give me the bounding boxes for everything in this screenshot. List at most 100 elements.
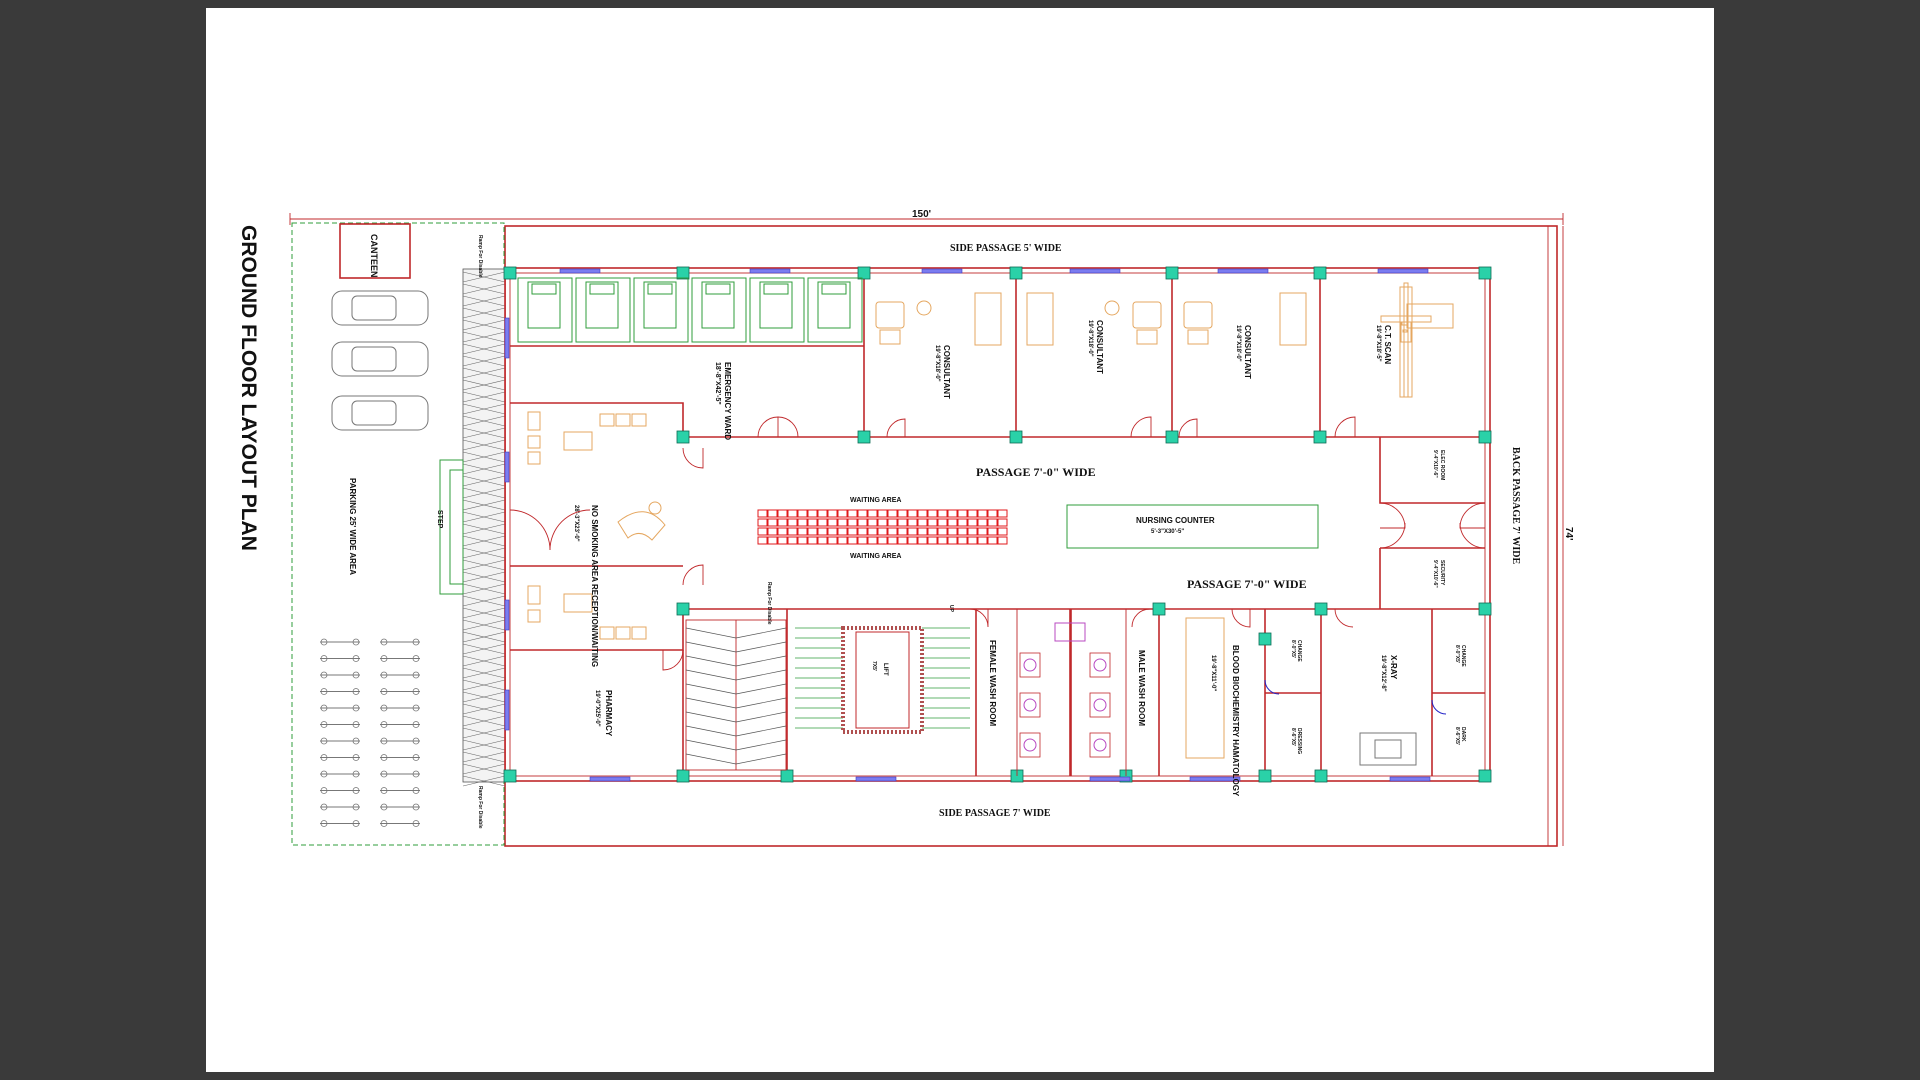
security-size: 9'-4"X10'-6" <box>1432 560 1438 588</box>
ramp-hatch-line <box>462 271 506 283</box>
window <box>1217 268 1269 274</box>
bed-icon <box>517 277 573 343</box>
bike-icon <box>412 671 420 679</box>
bike-icon <box>352 754 360 761</box>
window <box>1089 776 1131 782</box>
stair-step <box>685 669 737 681</box>
bed-icon <box>759 281 793 329</box>
ramp-hatch-line <box>462 523 506 535</box>
bed-icon <box>585 281 619 329</box>
canteen-box <box>339 223 411 279</box>
bike-icon <box>380 721 388 728</box>
bike-icon <box>320 820 328 827</box>
ramp-hatch-line <box>462 439 506 451</box>
column <box>503 769 517 783</box>
xray-label: X-RAY <box>1389 655 1398 680</box>
bike-icon <box>352 688 360 695</box>
bike-icon <box>320 754 328 761</box>
toilet-icon <box>1093 698 1107 712</box>
waiting-seat <box>787 527 798 536</box>
waiting-seat <box>927 509 938 518</box>
waiting-seat <box>877 509 888 518</box>
waiting-seat <box>947 518 958 527</box>
plot-boundary <box>504 225 1558 847</box>
waiting-seat <box>937 509 948 518</box>
waiting-seat <box>977 518 988 527</box>
ramp-hatch-line <box>462 763 506 775</box>
door-swing-icon <box>1264 679 1280 695</box>
waiting-seat <box>807 509 818 518</box>
reception-furniture <box>527 411 666 640</box>
column <box>1313 266 1327 280</box>
stair-step <box>735 627 787 639</box>
bike-icon <box>320 704 328 712</box>
stair-step <box>735 655 787 667</box>
toilet-stall <box>1089 732 1111 758</box>
waiting-seat <box>967 527 978 536</box>
bike-icon <box>412 655 420 662</box>
window <box>504 599 510 631</box>
ramp-hatch-line <box>462 571 506 583</box>
emergency-beds <box>517 277 863 343</box>
building-outline <box>504 267 1491 782</box>
ramp-hatch-line <box>462 319 506 331</box>
bed-icon <box>705 283 731 295</box>
waiting-seat <box>927 518 938 527</box>
waiting-seat <box>857 527 868 536</box>
ramp-hatch-line <box>462 535 506 547</box>
waiting-seat <box>777 527 788 536</box>
column <box>1313 430 1327 444</box>
waiting-seat <box>987 527 998 536</box>
waiting-seat <box>907 536 918 545</box>
waiting-seat <box>847 509 858 518</box>
waiting-area-top-label: WAITING AREA <box>850 497 901 504</box>
waiting-seat <box>877 518 888 527</box>
waiting-seat <box>937 518 948 527</box>
dressing-size: 8'-6"X5' <box>1290 728 1296 746</box>
stair-step <box>685 739 737 751</box>
waiting-seat <box>757 536 768 545</box>
step-label: STEP <box>436 510 443 529</box>
stair-step <box>685 655 737 667</box>
column <box>1165 266 1179 280</box>
waiting-seat <box>827 518 838 527</box>
ramp-label-mid: Ramp For Disable <box>766 582 772 625</box>
ramp-hatch-line <box>462 343 506 355</box>
column <box>676 602 690 616</box>
bike-icon <box>380 704 388 712</box>
waiting-seat <box>867 518 878 527</box>
bike-icon <box>320 638 328 646</box>
waiting-seat <box>837 509 848 518</box>
waiting-seat <box>837 536 848 545</box>
waiting-seat <box>947 527 958 536</box>
elec-room-label: ELEC ROOM <box>1439 450 1445 480</box>
column <box>780 769 794 783</box>
waiting-seat <box>937 536 948 545</box>
waiting-seat <box>757 509 768 518</box>
ramp-hatch-line <box>462 307 506 319</box>
waiting-seat <box>807 536 818 545</box>
ct-scanner-icon <box>1380 282 1454 398</box>
ramp-hatch-line <box>462 379 506 391</box>
nursing-counter-size: 5'-3"X30'-5" <box>1151 529 1184 535</box>
waiting-seat <box>857 518 868 527</box>
ramp-hatch-line <box>462 595 506 607</box>
waiting-seat <box>887 509 898 518</box>
bed-icon <box>821 283 847 295</box>
consultant-room-1: CONSULTANT 19'-8"X18'-0" <box>875 292 1002 399</box>
waiting-seat <box>917 536 928 545</box>
ramp-hatch-line <box>462 751 506 763</box>
bike-icon <box>352 737 360 745</box>
lift-label: LIFT <box>882 663 888 676</box>
bike-icon <box>412 688 420 695</box>
ramp-hatch-line <box>462 703 506 715</box>
bike-icon <box>352 655 360 662</box>
waiting-seat <box>817 527 828 536</box>
window <box>504 451 510 483</box>
canteen-label: CANTEEN <box>369 234 379 278</box>
column <box>1478 430 1492 444</box>
waiting-seat <box>987 536 998 545</box>
waiting-seat <box>987 518 998 527</box>
waiting-seat <box>957 536 968 545</box>
ramp-hatch-line <box>462 499 506 511</box>
